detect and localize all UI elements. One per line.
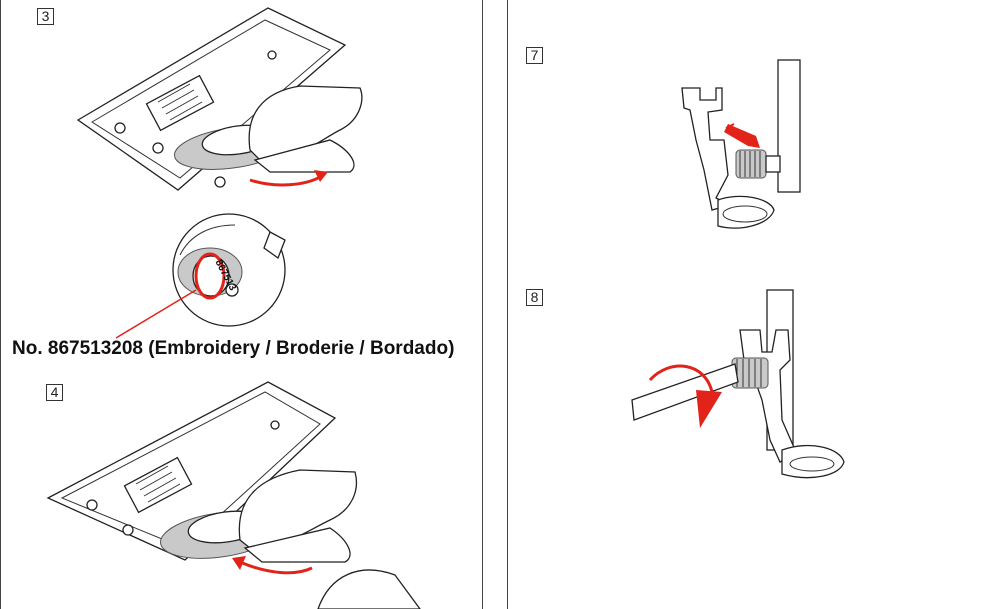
step7-illustration — [681, 59, 801, 229]
step-number-4: 4 — [46, 384, 63, 401]
step8-illustration — [631, 289, 845, 479]
right-page-column — [507, 0, 991, 609]
hook-part-number-caption: No. 867513208 (Embroidery / Broderie / B… — [12, 338, 455, 359]
step4-illustration — [46, 381, 421, 609]
step3-illustration — [76, 7, 363, 191]
left-page-column — [0, 0, 483, 609]
step-number-8: 8 — [526, 289, 543, 306]
bobbin-hook-detail — [115, 213, 286, 339]
step-number-7: 7 — [526, 47, 543, 64]
step-number-3: 3 — [37, 8, 54, 25]
